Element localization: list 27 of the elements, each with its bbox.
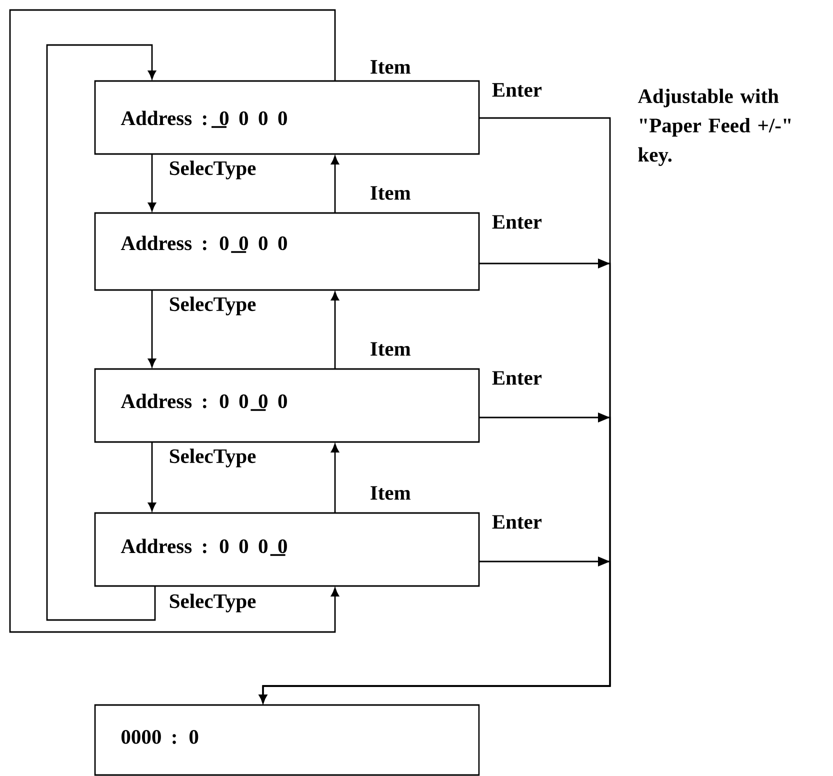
arrow	[148, 154, 156, 212]
display-box: Address : 0 0 0 0	[94, 512, 480, 587]
arrow	[9, 9, 340, 633]
note-text: Adjustable with "Paper Feed +/-" key.	[638, 88, 791, 166]
arrow	[148, 290, 156, 368]
display-box: 0000 : 0	[94, 704, 480, 776]
edge-label: Enter	[490, 370, 544, 386]
edge-label: SelecType	[168, 448, 258, 468]
edge-label: Item	[368, 485, 412, 501]
arrow	[330, 156, 340, 213]
edge-label: SelecType	[168, 296, 258, 316]
edge-label: Enter	[490, 514, 544, 530]
edge-label: Enter	[490, 82, 544, 98]
edge-label: SelecType	[168, 592, 258, 614]
edge-label: Item	[368, 341, 412, 357]
arrow	[148, 442, 156, 512]
edge-label: Item	[368, 59, 412, 75]
display-box: Address : 0 0 0 0	[94, 368, 480, 443]
display-box: Address : 0 0 0 0	[94, 80, 480, 155]
arrow	[330, 292, 340, 369]
arrow	[258, 560, 611, 704]
edge-label: SelecType	[168, 160, 258, 180]
edge-label: Item	[368, 185, 412, 201]
edge-label: Enter	[490, 214, 544, 230]
display-box: Address : 0 0 0 0	[94, 212, 480, 291]
arrow	[46, 44, 156, 621]
arrow	[330, 444, 340, 513]
